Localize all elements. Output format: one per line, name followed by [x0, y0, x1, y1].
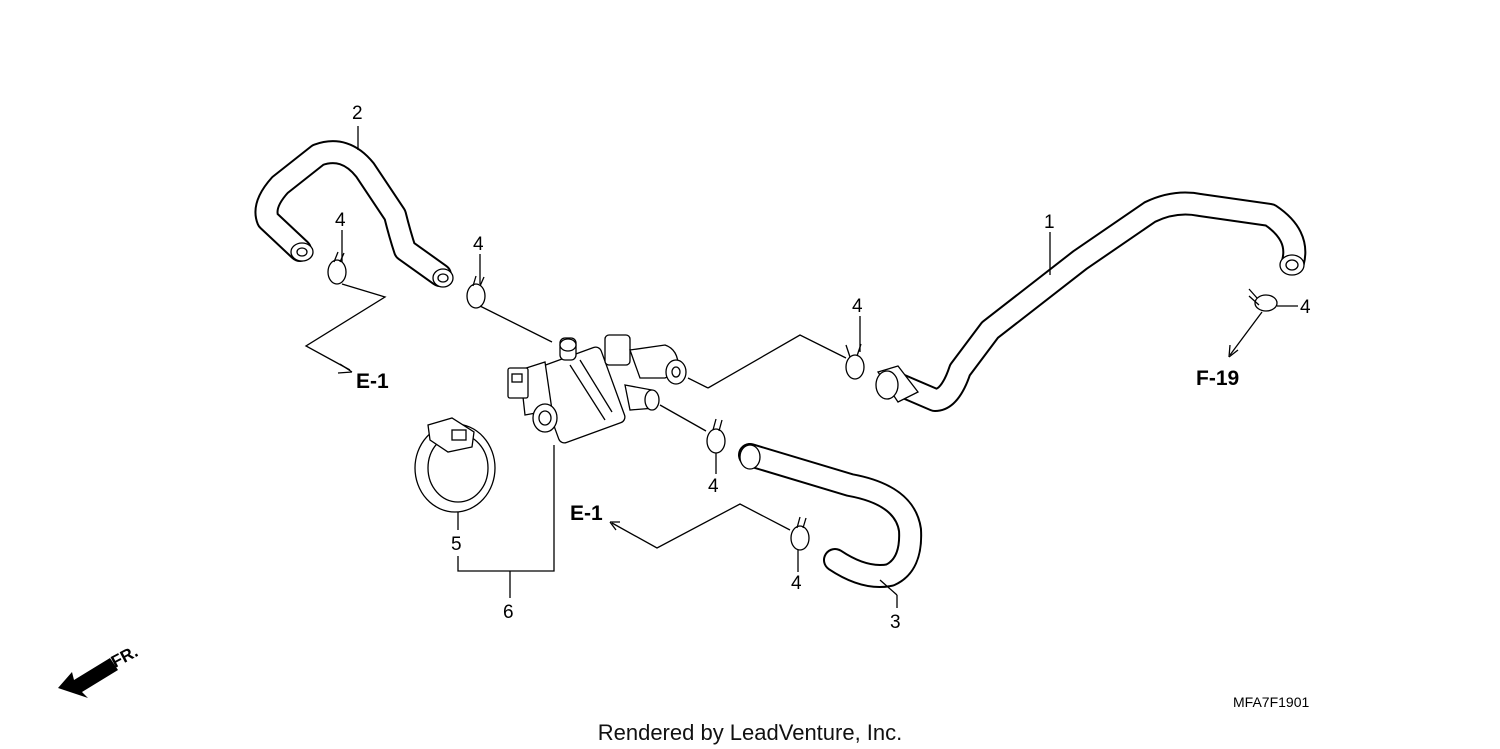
- callout-4-e: 4: [708, 476, 719, 497]
- hose-1-sleeve[interactable]: [875, 365, 919, 403]
- credit-text: Rendered by LeadVenture, Inc.: [598, 720, 903, 745]
- clip-f[interactable]: [790, 516, 810, 551]
- leader-lines: [304, 126, 1298, 608]
- ref-e1-left: E-1: [356, 370, 389, 393]
- callout-4-c: 4: [852, 296, 863, 317]
- valve-assembly[interactable]: [507, 334, 687, 445]
- clip-d[interactable]: [1248, 288, 1278, 312]
- hose-2[interactable]: [254, 140, 454, 288]
- clip-b[interactable]: [466, 275, 486, 309]
- diagram-code: MFA7F1901: [1233, 694, 1309, 710]
- callout-4-f: 4: [791, 573, 802, 594]
- clip-a[interactable]: [327, 251, 347, 285]
- clip-c[interactable]: [845, 343, 865, 380]
- band-clamp[interactable]: [414, 417, 496, 513]
- callout-4-d: 4: [1300, 297, 1311, 318]
- callout-4-b: 4: [473, 234, 484, 255]
- callout-2: 2: [352, 103, 363, 124]
- ref-f19: F-19: [1196, 367, 1239, 390]
- callout-5: 5: [451, 534, 462, 555]
- hose-3[interactable]: [738, 443, 923, 588]
- callout-4-a: 4: [335, 210, 346, 231]
- hose-1[interactable]: [888, 191, 1307, 412]
- front-arrow-icon: [58, 658, 118, 698]
- callout-3: 3: [890, 612, 901, 633]
- callout-6: 6: [503, 602, 514, 623]
- ref-e1-lower: E-1: [570, 502, 603, 525]
- callout-1: 1: [1044, 212, 1055, 233]
- clip-e[interactable]: [706, 418, 726, 454]
